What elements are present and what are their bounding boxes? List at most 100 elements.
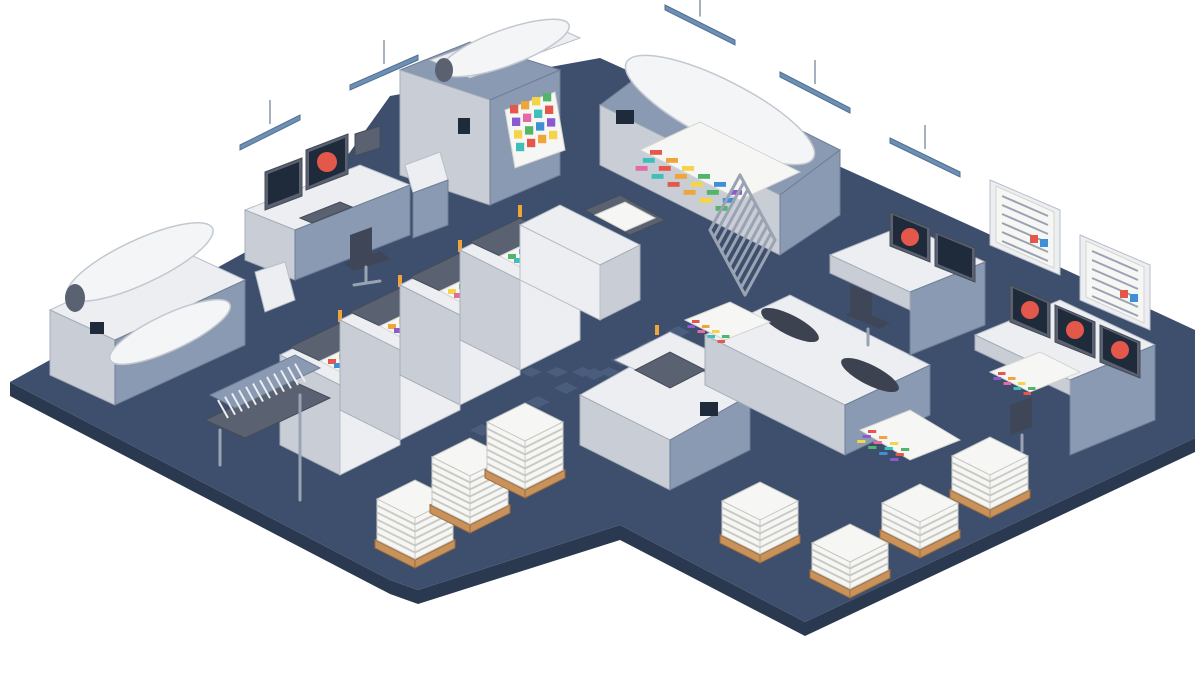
floor-tile xyxy=(572,367,594,377)
print-swatch xyxy=(514,258,522,263)
print-swatch xyxy=(706,190,719,195)
print-sheet-graphics xyxy=(687,320,730,343)
large-format-roll-printer-left xyxy=(48,221,296,406)
print-swatch xyxy=(707,335,715,338)
print-swatch xyxy=(722,198,735,203)
print-swatch xyxy=(998,372,1006,375)
print-swatch xyxy=(543,93,552,102)
offset-printing-press-line xyxy=(278,194,667,476)
print-swatch xyxy=(1018,382,1026,385)
print-swatch xyxy=(650,150,662,155)
wide-format-printer-back xyxy=(398,18,582,206)
print-swatch xyxy=(642,158,655,163)
print-swatch xyxy=(527,138,536,148)
print-swatch xyxy=(658,166,671,171)
chart-line xyxy=(1091,268,1139,290)
chart-swatch xyxy=(1130,294,1138,302)
chart-line xyxy=(1001,204,1049,226)
print-swatch xyxy=(683,190,696,195)
print-swatch xyxy=(692,320,700,323)
cutting-machine xyxy=(578,325,752,491)
print-swatch xyxy=(549,130,558,140)
print-swatch xyxy=(454,293,462,298)
chart-line xyxy=(1091,250,1139,272)
print-swatch xyxy=(879,436,888,439)
chart-swatch xyxy=(1030,235,1038,243)
floor-tile xyxy=(546,367,568,377)
print-swatch xyxy=(730,190,742,195)
print-swatch xyxy=(521,101,530,110)
print-swatch xyxy=(1028,387,1036,390)
print-swatch xyxy=(667,182,680,187)
chart-line xyxy=(1091,259,1139,281)
print-swatch xyxy=(334,363,342,368)
print-swatch xyxy=(388,324,396,329)
print-swatch xyxy=(635,166,648,171)
chart-line xyxy=(1001,213,1049,235)
print-swatch xyxy=(895,453,904,456)
floor-tile xyxy=(520,367,542,377)
large-format-roll-printer-back xyxy=(599,54,841,297)
print-swatch xyxy=(993,377,1001,380)
print-swatch xyxy=(868,446,877,449)
office-chair xyxy=(846,285,890,347)
chart-swatch xyxy=(1120,290,1128,298)
workstation-monitor xyxy=(264,125,381,211)
print-swatch xyxy=(394,328,402,333)
print-swatch xyxy=(714,182,726,187)
chart-line xyxy=(1001,195,1049,217)
chart-line xyxy=(1091,295,1139,317)
print-swatch xyxy=(538,134,547,144)
print-swatch xyxy=(712,330,720,333)
print-swatch xyxy=(690,182,703,187)
chart-lines xyxy=(1001,195,1049,262)
print-swatch xyxy=(873,441,882,444)
pendant-lights xyxy=(239,0,961,178)
print-swatch xyxy=(717,340,725,343)
pendant-light-icon xyxy=(889,125,961,178)
print-swatch xyxy=(862,435,871,438)
floor-tile xyxy=(598,367,620,377)
print-swatch xyxy=(523,113,532,122)
print-swatch xyxy=(682,166,694,171)
press-feeder xyxy=(518,194,667,321)
chart-line xyxy=(1091,286,1139,308)
print-swatch xyxy=(510,105,519,114)
print-swatch xyxy=(868,430,877,433)
chart-lines xyxy=(1091,250,1139,317)
print-swatch xyxy=(516,142,525,152)
paper-stack-icon xyxy=(878,483,962,559)
print-swatch xyxy=(448,289,456,294)
print-swatch xyxy=(651,174,664,179)
workstation-monitor xyxy=(889,211,976,283)
pendant-light-icon xyxy=(664,0,736,46)
print-swatch xyxy=(525,126,534,135)
print-swatch xyxy=(884,447,893,450)
print-swatch xyxy=(1023,392,1031,395)
print-swatch xyxy=(666,158,678,163)
wall-chart-icon xyxy=(989,179,1061,276)
print-swatch xyxy=(857,440,866,443)
print-sheet-graphics xyxy=(993,372,1036,395)
floor-tile xyxy=(554,382,578,394)
print-swatch xyxy=(699,198,712,203)
floor-surface xyxy=(10,58,1195,622)
print-swatch xyxy=(514,130,523,139)
floor-edge xyxy=(10,382,1195,636)
print-swatch xyxy=(532,97,541,106)
print-swatch xyxy=(697,330,705,333)
print-swatch xyxy=(722,335,730,338)
print-swatch xyxy=(508,254,516,259)
print-swatch xyxy=(1013,387,1021,390)
chart-line xyxy=(1001,231,1049,253)
design-workstation-left xyxy=(243,125,449,287)
print-sheet-graphics xyxy=(857,430,910,461)
floor-tile xyxy=(526,396,550,408)
folding-machine xyxy=(203,354,332,502)
pendant-light-icon xyxy=(349,40,419,91)
paper-stack-icon xyxy=(718,481,802,564)
wall-chart-icon xyxy=(1079,234,1151,331)
chart-swatch xyxy=(1040,239,1048,247)
chart-line xyxy=(1001,240,1049,262)
